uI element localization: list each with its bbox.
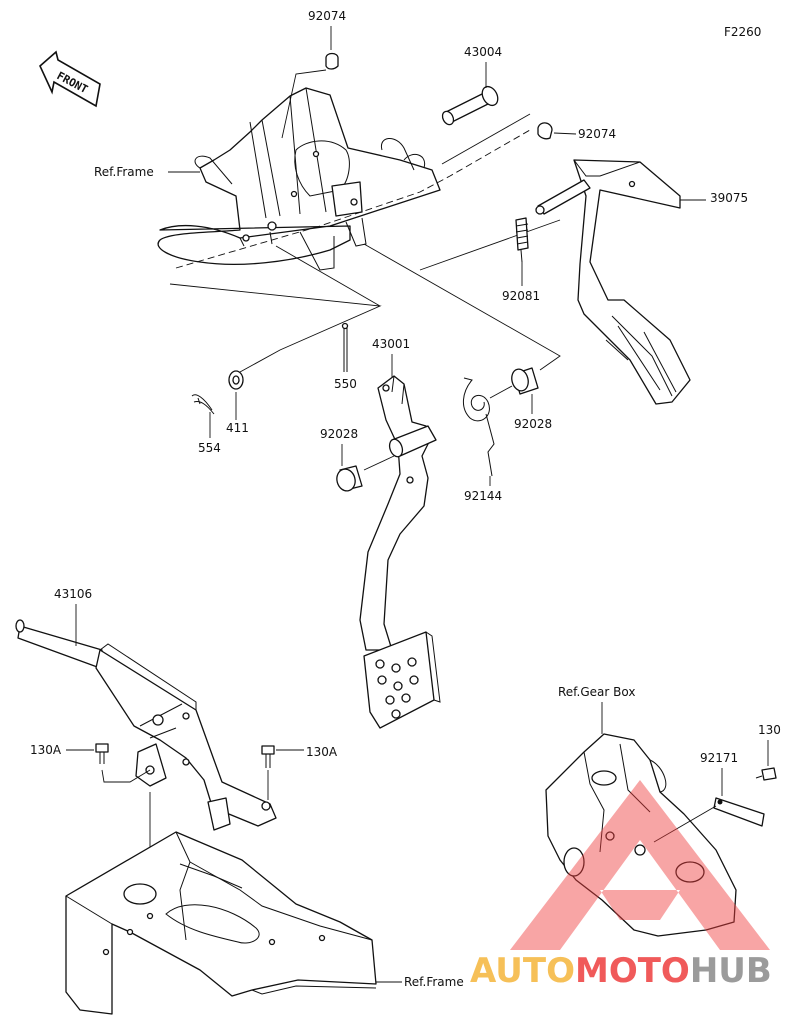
label-39075: 39075 [710, 191, 748, 205]
label-130A-right: 130A [306, 745, 338, 759]
front-arrow-icon: FRONT [39, 50, 101, 108]
part-411 [228, 370, 244, 390]
part-92074-top [325, 52, 339, 70]
watermark-logo: AUTOMOTOHUB [470, 780, 772, 991]
part-130A-right [261, 745, 275, 768]
part-130 [755, 767, 777, 781]
label-550: 550 [334, 377, 357, 391]
upper-frame-drawing [157, 87, 441, 271]
part-43001 [359, 375, 441, 729]
label-92171: 92171 [700, 751, 738, 765]
label-43106: 43106 [54, 587, 92, 601]
ref-frame-top-label: Ref.Frame [94, 165, 154, 179]
part-92144 [463, 377, 495, 477]
part-92028-left [336, 465, 363, 492]
label-43004: 43004 [464, 45, 502, 59]
watermark-moto: MOTO [575, 951, 690, 991]
lower-frame-drawing [65, 831, 377, 1015]
label-92028-left: 92028 [320, 427, 358, 441]
diagram-id: F2260 [724, 25, 761, 39]
part-39075 [535, 159, 691, 405]
label-92074-right: 92074 [578, 127, 616, 141]
part-130A-left [95, 743, 109, 764]
label-411: 411 [226, 421, 249, 435]
label-130: 130 [758, 723, 781, 737]
part-92028-right [511, 367, 539, 395]
label-130A-left: 130A [30, 743, 62, 757]
label-92144: 92144 [464, 489, 502, 503]
part-554 [191, 394, 215, 415]
part-43106 [15, 619, 277, 831]
gear-box-drawing [545, 733, 737, 937]
svg-text:AUTOMOTOHUB: AUTOMOTOHUB [470, 951, 772, 991]
ref-gear-box-label: Ref.Gear Box [558, 685, 635, 699]
label-92081: 92081 [502, 289, 540, 303]
part-43004 [441, 85, 499, 126]
watermark-auto: AUTO [470, 951, 575, 991]
part-92074-right [537, 122, 553, 140]
label-554: 554 [198, 441, 221, 455]
watermark-hub: HUB [690, 951, 772, 991]
ref-frame-bottom-label: Ref.Frame [404, 975, 464, 989]
label-92074-top: 92074 [308, 9, 346, 23]
label-43001: 43001 [372, 337, 410, 351]
part-92081 [515, 217, 529, 263]
label-92028-right: 92028 [514, 417, 552, 431]
part-92171 [713, 797, 765, 827]
watermark-triangle-icon [510, 780, 770, 950]
part-550 [341, 322, 349, 372]
